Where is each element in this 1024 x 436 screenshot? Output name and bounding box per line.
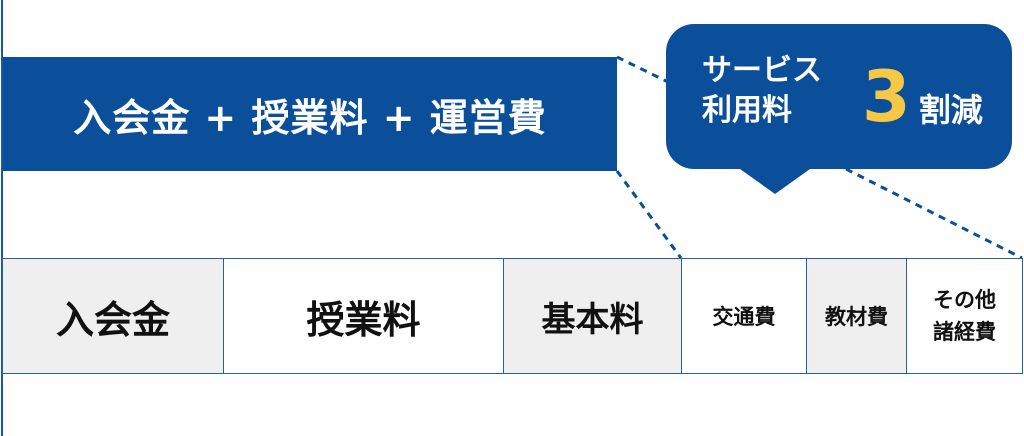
cell-materials-fee: 教材費: [806, 258, 907, 374]
connector-bottom-right: [845, 167, 1023, 260]
reduction-number: 3: [862, 56, 911, 138]
cell-basic-fee: 基本料: [503, 258, 682, 374]
connector-top-left: [616, 55, 669, 84]
discount-callout: サービス 利用料 3 割減: [666, 24, 1012, 169]
reduction-badge: 3 割減: [862, 62, 983, 132]
fee-summary-label: 入会金 + 授業料 + 運営費: [73, 95, 547, 140]
cell-tuition: 授業料: [223, 258, 504, 374]
cell-other-expenses: その他 諸経費: [906, 258, 1023, 374]
fee-breakdown-row: 入会金 授業料 基本料 交通費 教材費 その他 諸経費: [0, 258, 1024, 376]
reduction-unit: 割減: [918, 91, 983, 129]
service-fee-label: サービス 利用料: [702, 53, 822, 128]
left-border-line: [1, 0, 3, 436]
fee-summary-bar: 入会金 + 授業料 + 運営費: [3, 57, 617, 171]
connector-bottom-left: [615, 170, 683, 259]
callout-tail: [733, 164, 817, 194]
cell-admission-fee: 入会金: [2, 258, 224, 374]
cell-transport-fee: 交通費: [681, 258, 807, 374]
